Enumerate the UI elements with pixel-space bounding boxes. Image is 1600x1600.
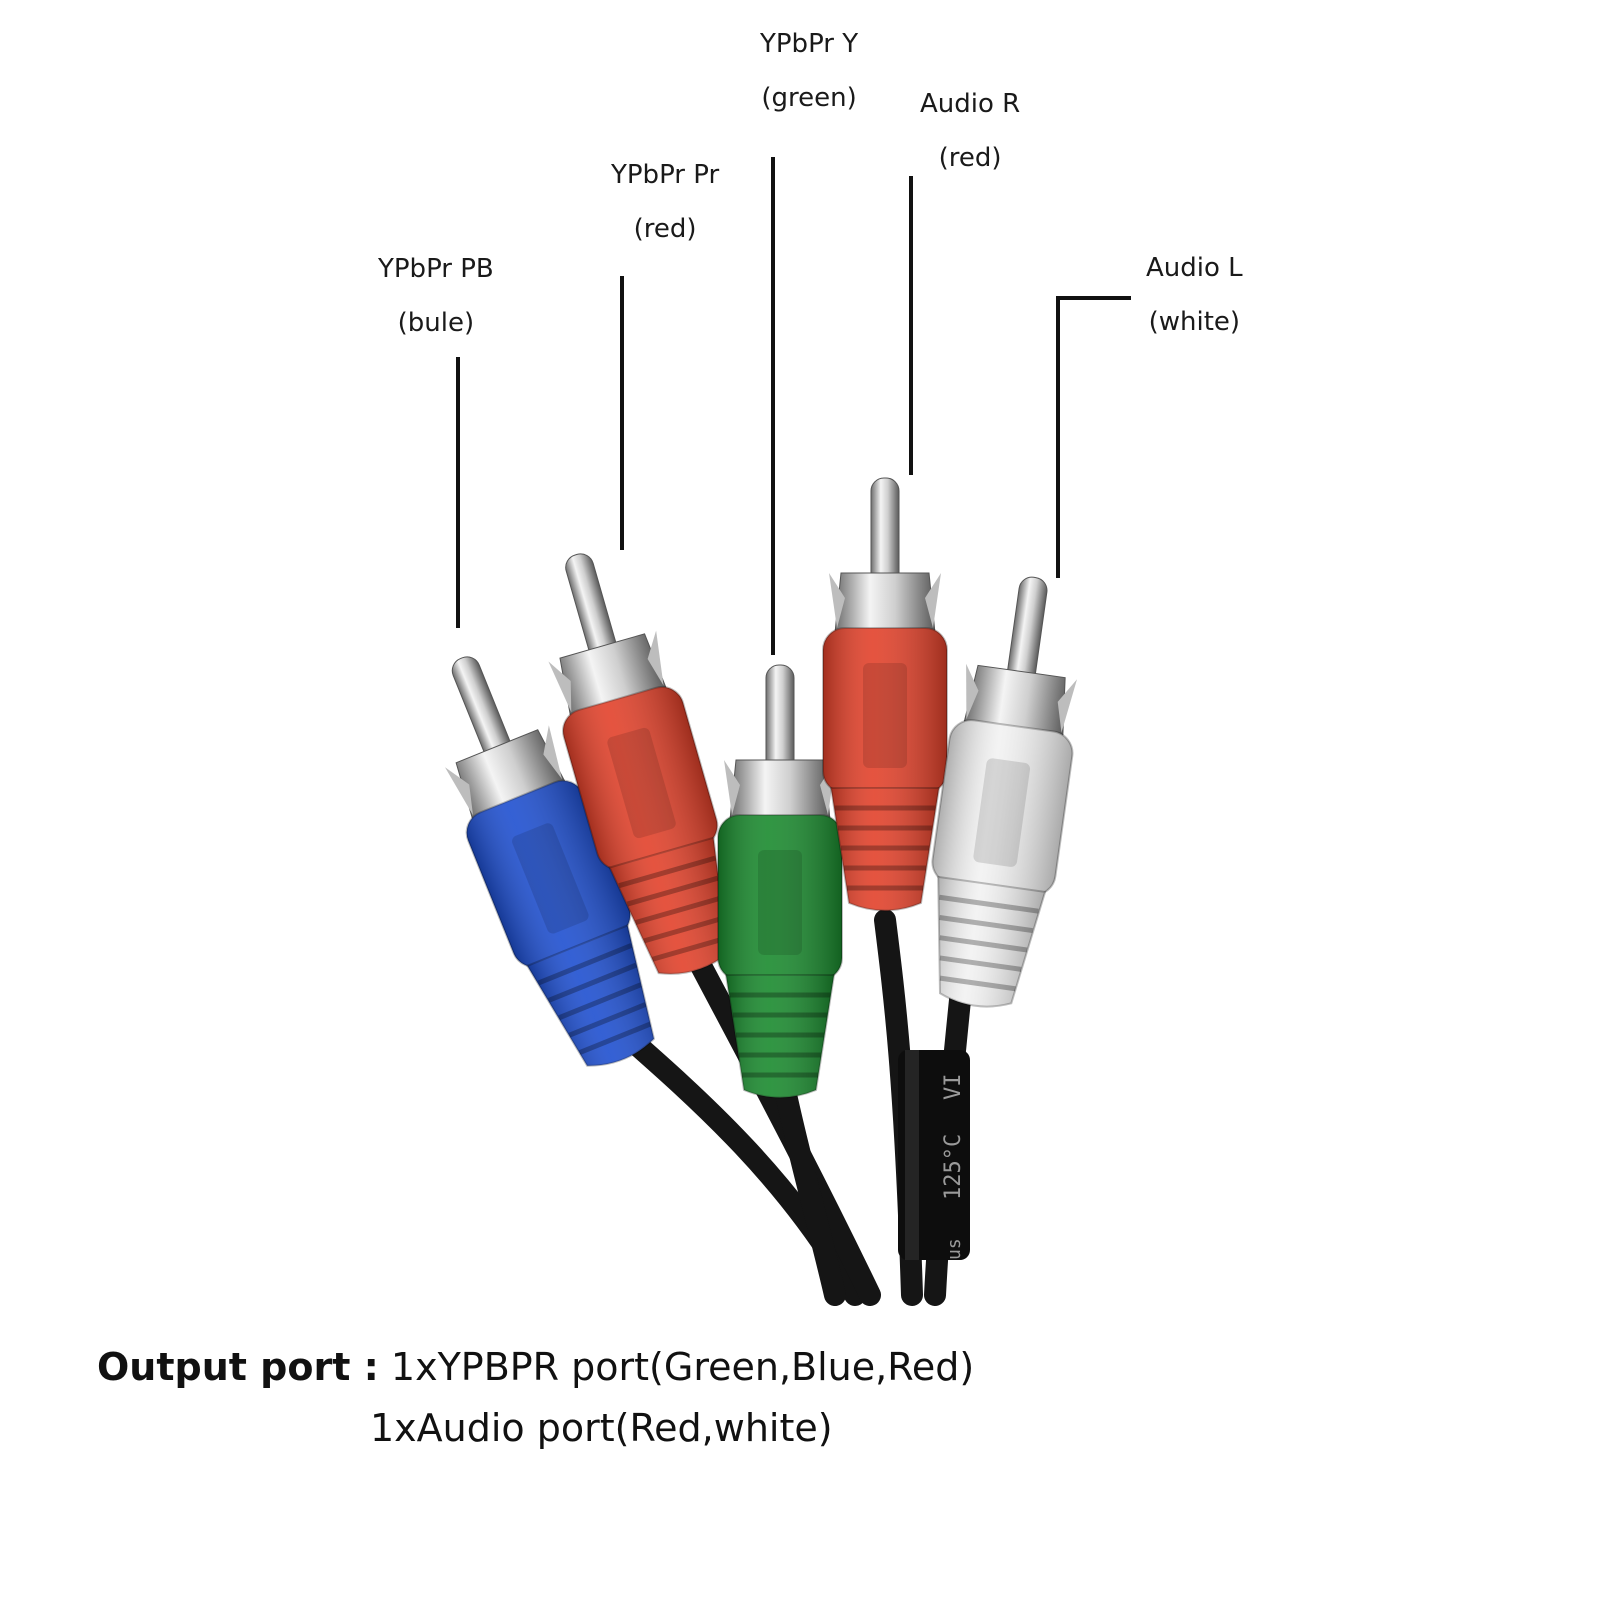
rca-plug-pb bbox=[445, 656, 656, 1067]
label-audio-r-color: (red) bbox=[938, 143, 1002, 173]
label-ypbpr-y: YPbPr Y (green) bbox=[760, 17, 858, 125]
label-ypbpr-pb-color: (bule) bbox=[397, 308, 475, 338]
rca-plug-ar bbox=[822, 477, 948, 912]
caption-audio: 1xAudio port(Red,white) bbox=[370, 1406, 833, 1450]
rca-plugs bbox=[445, 477, 1078, 1099]
cable-green bbox=[774, 1079, 846, 1306]
sleeve-mark: us bbox=[944, 1238, 965, 1260]
label-audio-l: Audio L (white) bbox=[1146, 241, 1243, 349]
label-ypbpr-pr: YPbPr Pr (red) bbox=[611, 148, 719, 256]
caption-ypbpr: 1xYPBPR port(Green,Blue,Red) bbox=[390, 1345, 975, 1389]
leader-lines bbox=[456, 157, 1131, 655]
label-ypbpr-pr-name: YPbPr Pr bbox=[611, 160, 720, 190]
label-ypbpr-pr-color: (red) bbox=[633, 214, 697, 244]
sleeve-rating: 125°C bbox=[941, 1134, 966, 1200]
sleeve-code: VI bbox=[941, 1074, 966, 1101]
label-audio-r-name: Audio R bbox=[920, 89, 1021, 119]
label-ypbpr-pb-name: YPbPr PB bbox=[378, 254, 494, 284]
label-audio-r: Audio R (red) bbox=[920, 77, 1020, 185]
leader-line-al bbox=[1056, 296, 1131, 578]
label-ypbpr-y-name: YPbPr Y bbox=[760, 29, 859, 59]
label-ypbpr-y-color: (green) bbox=[761, 83, 857, 113]
caption-key: Output port : bbox=[97, 1345, 379, 1389]
rca-plug-al bbox=[931, 576, 1078, 1008]
caption-line-1: Output port : 1xYPBPR port(Green,Blue,Re… bbox=[97, 1345, 974, 1389]
cable-red bbox=[679, 934, 881, 1306]
label-ypbpr-pb: YPbPr PB (bule) bbox=[378, 242, 494, 350]
rca-plug-pr bbox=[548, 553, 729, 975]
heat-shrink-sleeve: 125°C VI us bbox=[898, 1050, 970, 1260]
label-audio-l-name: Audio L bbox=[1146, 253, 1243, 283]
caption-line-2: 1xAudio port(Red,white) bbox=[370, 1406, 833, 1450]
rca-plug-y bbox=[717, 664, 843, 1099]
label-audio-l-color: (white) bbox=[1148, 307, 1241, 337]
